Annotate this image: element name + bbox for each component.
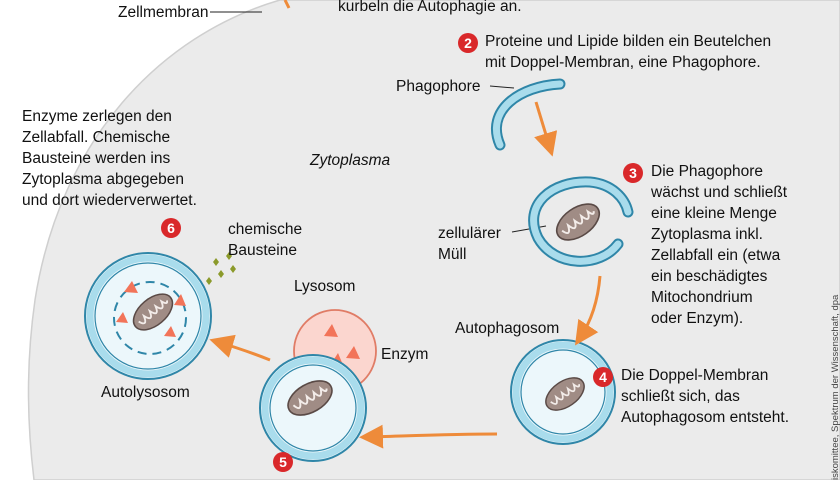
- enzyme-icon: [124, 281, 138, 293]
- phagophore-label: Phagophore: [396, 78, 481, 95]
- enzyme-icon: [174, 294, 186, 306]
- arrow-step2-to-step3: [534, 101, 558, 157]
- arrow-step3-to-step4: [575, 275, 602, 346]
- step-6-badge: 6: [161, 218, 181, 238]
- enzyme-icon: [116, 312, 128, 323]
- autophagosome-label: Autophagosom: [455, 320, 560, 337]
- step1-text-partial: kurbeln die Autophagie an.: [338, 0, 522, 15]
- enzyme-label: Enzym: [381, 346, 429, 363]
- cell-membrane-label: Zellmembran: [118, 4, 209, 21]
- enzyme-icon: [324, 324, 338, 337]
- enzyme-icon: [346, 346, 360, 359]
- arrow-step5-to-step6: [209, 334, 271, 362]
- lysosome-label: Lysosom: [294, 278, 356, 295]
- autolysosome-label: Autolysosom: [101, 384, 190, 401]
- cell-waste-leader: [511, 225, 547, 233]
- step1-arrow-stub: [283, 0, 291, 9]
- cytoplasm-area: [27, 0, 840, 480]
- phagophore-leader: [489, 85, 515, 89]
- chemical-building-blocks-icon: [206, 252, 236, 285]
- arrow-step4-to-step5: [359, 424, 498, 449]
- step-2-description: Proteine und Lipide bilden ein Beutelche…: [485, 33, 772, 71]
- enzyme-icon: [164, 326, 176, 337]
- step-4-badge: 4: [593, 367, 613, 387]
- step-3-badge: 3: [623, 163, 643, 183]
- image-credit: iskomittee, Spektrum der Wissenschaft, d…: [830, 294, 840, 480]
- step-5-badge: 5: [273, 452, 293, 472]
- cytoplasm-label: Zytoplasma: [310, 152, 391, 169]
- step-2-badge: 2: [458, 33, 478, 53]
